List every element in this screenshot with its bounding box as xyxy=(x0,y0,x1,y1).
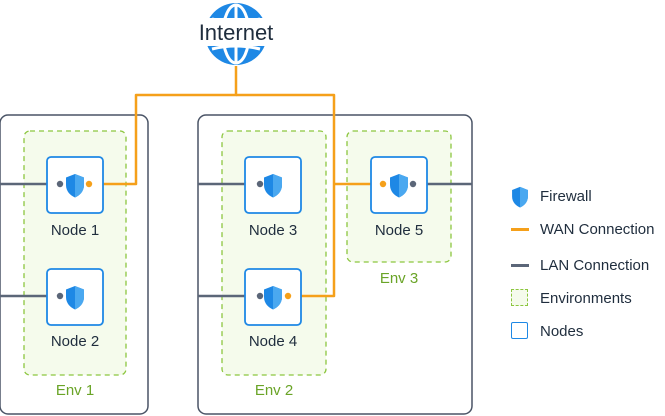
internet-label-bg xyxy=(190,18,282,46)
wan-port xyxy=(85,180,93,188)
wan-connection-node1 xyxy=(89,66,238,186)
wan-port xyxy=(379,180,387,188)
node-4[interactable]: Node 4 xyxy=(244,268,302,350)
node-label: Node 4 xyxy=(249,333,297,350)
node-label: Node 2 xyxy=(51,333,99,350)
legend-label: WAN Connection xyxy=(540,220,655,238)
legend-item-nodes: Nodes xyxy=(510,319,583,343)
node-5[interactable]: Node 5 xyxy=(370,156,428,239)
wan-connection-node4 xyxy=(236,93,336,298)
wan-port xyxy=(284,292,292,300)
lan-port xyxy=(409,180,417,188)
environment-label-env2: Env 2 xyxy=(255,382,293,399)
lan-port xyxy=(56,180,64,188)
legend-item-wan: WAN Connection xyxy=(510,217,655,241)
lan-port xyxy=(256,292,264,300)
legend-item-lan: LAN Connection xyxy=(510,253,649,277)
lan-port xyxy=(56,292,64,300)
legend-label: Environments xyxy=(540,289,632,307)
gray-line-icon xyxy=(510,255,530,275)
dashed-green-box-icon xyxy=(510,288,530,308)
internet-label: Internet xyxy=(199,20,274,45)
lan-port xyxy=(256,180,264,188)
environment-label-env3: Env 3 xyxy=(380,270,418,287)
environment-label-env1: Env 1 xyxy=(56,382,94,399)
orange-line-icon xyxy=(510,219,530,239)
node-label: Node 1 xyxy=(51,222,99,239)
legend-label: LAN Connection xyxy=(540,256,650,274)
legend-item-firewall: Firewall xyxy=(510,184,592,208)
blue-box-icon xyxy=(510,321,530,341)
node-label: Node 5 xyxy=(375,222,423,239)
legend-item-environments: Environments xyxy=(510,286,632,310)
legend-label: Nodes xyxy=(540,322,584,340)
node-2[interactable]: Node 2 xyxy=(46,268,104,350)
node-label: Node 3 xyxy=(249,222,297,239)
node-3[interactable]: Node 3 xyxy=(244,156,302,239)
node-1[interactable]: Node 1 xyxy=(46,156,104,239)
firewall-shield-icon xyxy=(510,186,530,208)
legend-label: Firewall xyxy=(540,187,592,205)
